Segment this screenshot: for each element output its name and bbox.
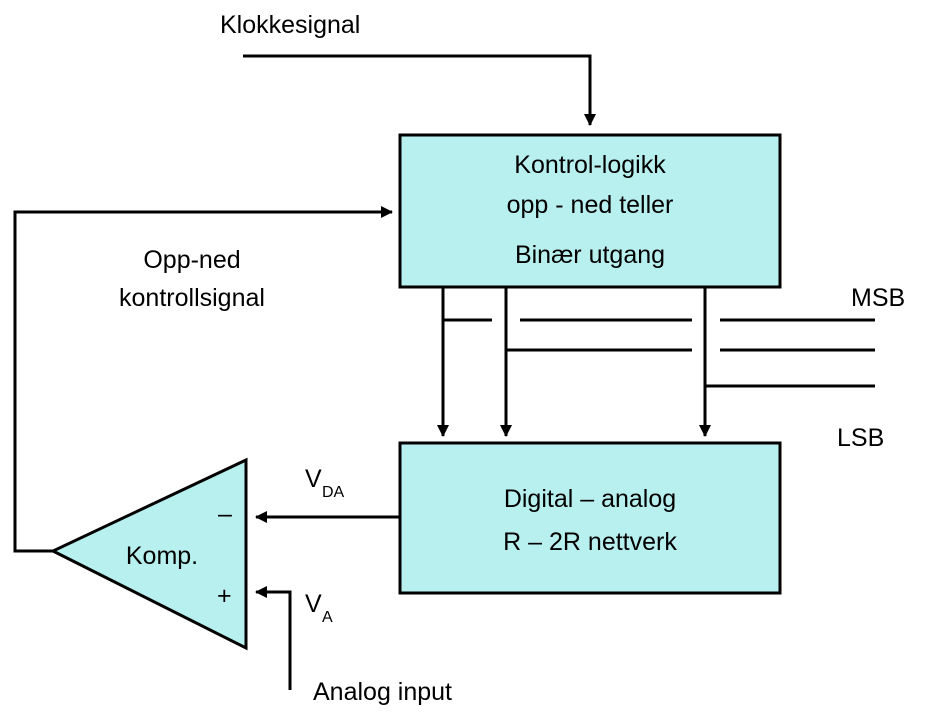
control-block-line3: Binær utgang xyxy=(515,241,665,269)
va-label-subscript: A xyxy=(322,609,333,626)
control-block-line2: opp - ned teller xyxy=(507,191,674,219)
comparator-minus-label: – xyxy=(218,500,232,528)
clock-label: Klokkesignal xyxy=(220,11,360,39)
analog-input-label: Analog input xyxy=(313,678,452,706)
msb-label: MSB xyxy=(851,284,905,312)
updown-label-line2: kontrollsignal xyxy=(119,284,265,312)
control-block-line1: Kontrol-logikk xyxy=(514,151,666,179)
clock-signal-wire xyxy=(243,54,596,126)
dac-block-line2: R – 2R nettverk xyxy=(503,528,677,556)
comparator-label: Komp. xyxy=(126,542,198,570)
comparator-symbol xyxy=(49,457,248,651)
updown-control-wire xyxy=(13,206,393,553)
va-label: V A xyxy=(305,590,333,626)
updown-label-line1: Opp-ned xyxy=(143,246,240,274)
vda-label-subscript: DA xyxy=(322,484,345,501)
vda-label: V DA xyxy=(305,465,345,501)
dac-block-line1: Digital – analog xyxy=(504,485,676,513)
va-label-main: V xyxy=(305,590,322,618)
vda-label-main: V xyxy=(305,465,322,493)
dac-block xyxy=(398,441,782,595)
control-logic-block xyxy=(398,133,782,289)
analog-input-wire xyxy=(255,586,292,690)
comparator-plus-label: + xyxy=(217,582,232,610)
lsb-label: LSB xyxy=(837,424,884,452)
